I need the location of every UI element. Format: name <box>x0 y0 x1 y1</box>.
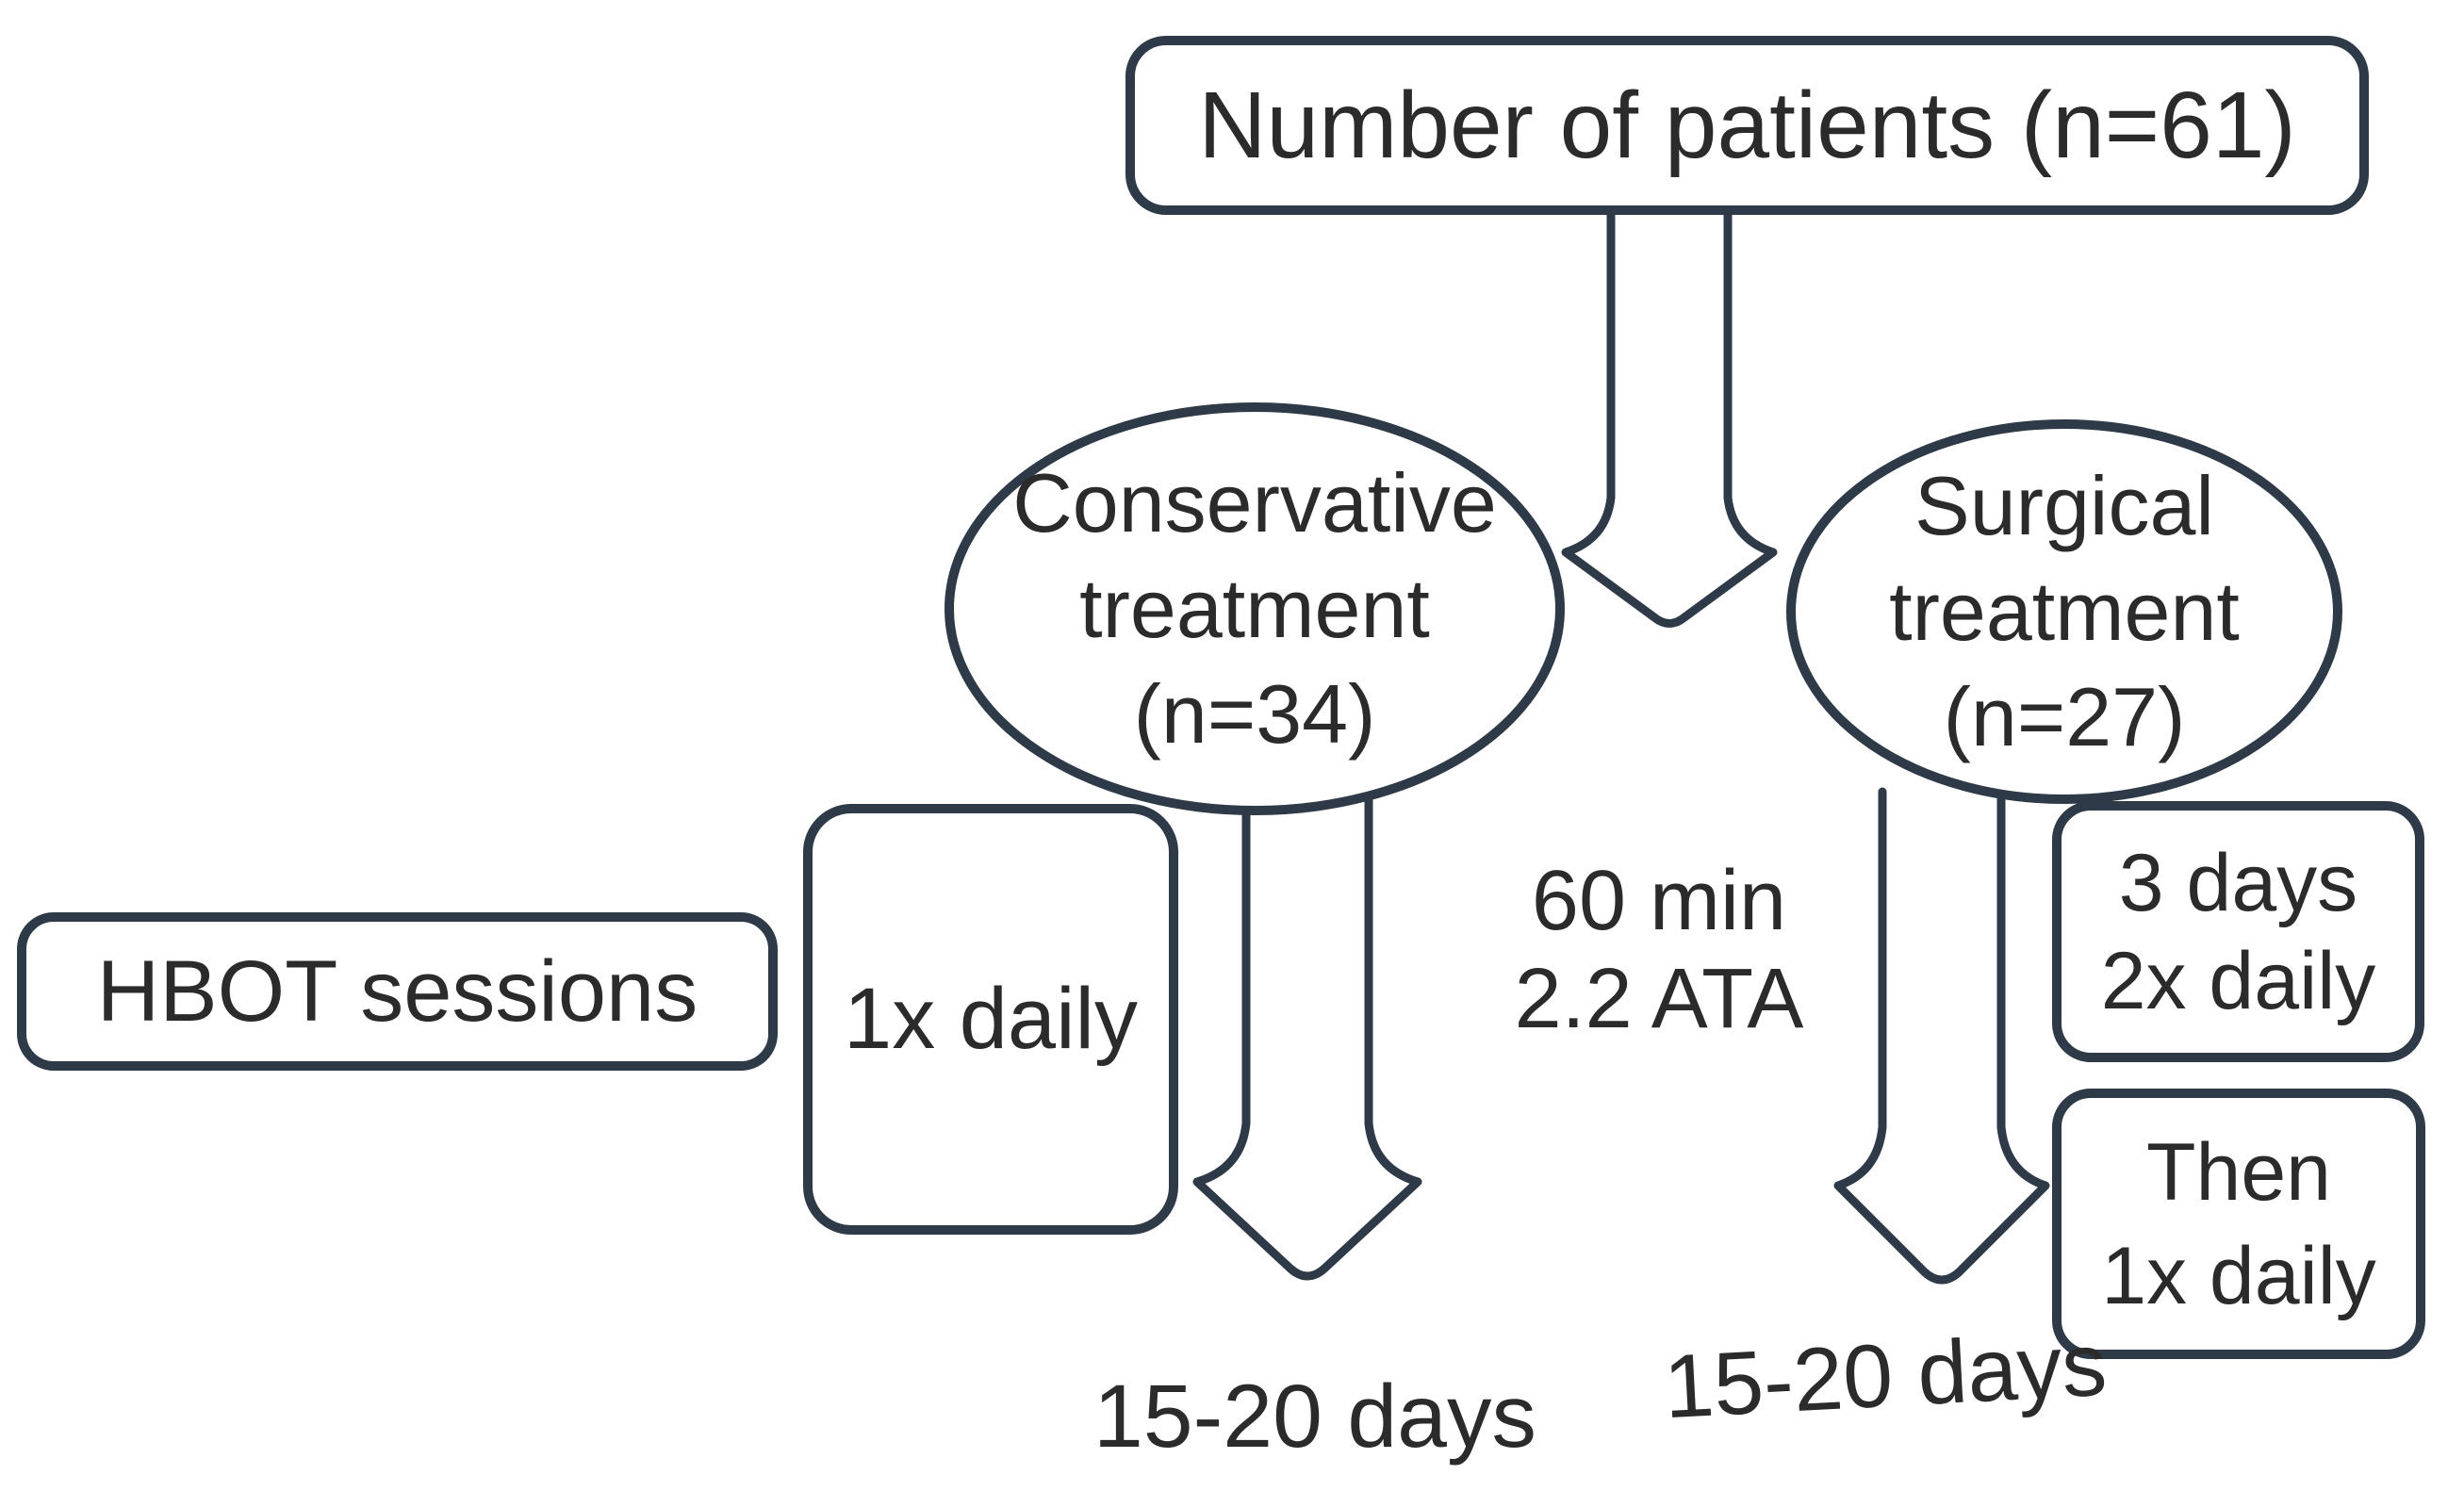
main-flow-arrow <box>1561 198 1778 628</box>
conservative-duration-label: 15-20 days <box>1092 1366 1537 1466</box>
surgical-flow-arrow <box>1833 787 2050 1285</box>
surgical-ellipse <box>1786 419 2342 804</box>
patients-label-text: Number of patients (n=61) <box>1198 72 2296 178</box>
session-duration-label: 60 min 2.2 ATA <box>1514 854 1804 1046</box>
three-days-label: 3 days 2x daily <box>2100 837 2376 1026</box>
conservative-label: Conservative treatment (n=34) <box>1012 456 1497 761</box>
patients-label: Number of patients (n=61) <box>1130 41 2364 210</box>
patients-box <box>1125 36 2369 215</box>
three-days-box <box>2052 801 2424 1062</box>
then-once-daily-label: Then 1x daily <box>2101 1126 2376 1321</box>
then-once-daily-box <box>2052 1089 2425 1359</box>
once-daily-box <box>803 804 1178 1235</box>
once-daily-label: 1x daily <box>844 971 1138 1067</box>
hbot-sessions-box <box>17 912 778 1071</box>
conservative-flow-arrow <box>1192 787 1422 1281</box>
conservative-ellipse <box>945 402 1565 815</box>
surgical-label: Surgical treatment (n=27) <box>1889 459 2240 763</box>
hbot-sessions-label: HBOT sessions <box>96 942 698 1040</box>
